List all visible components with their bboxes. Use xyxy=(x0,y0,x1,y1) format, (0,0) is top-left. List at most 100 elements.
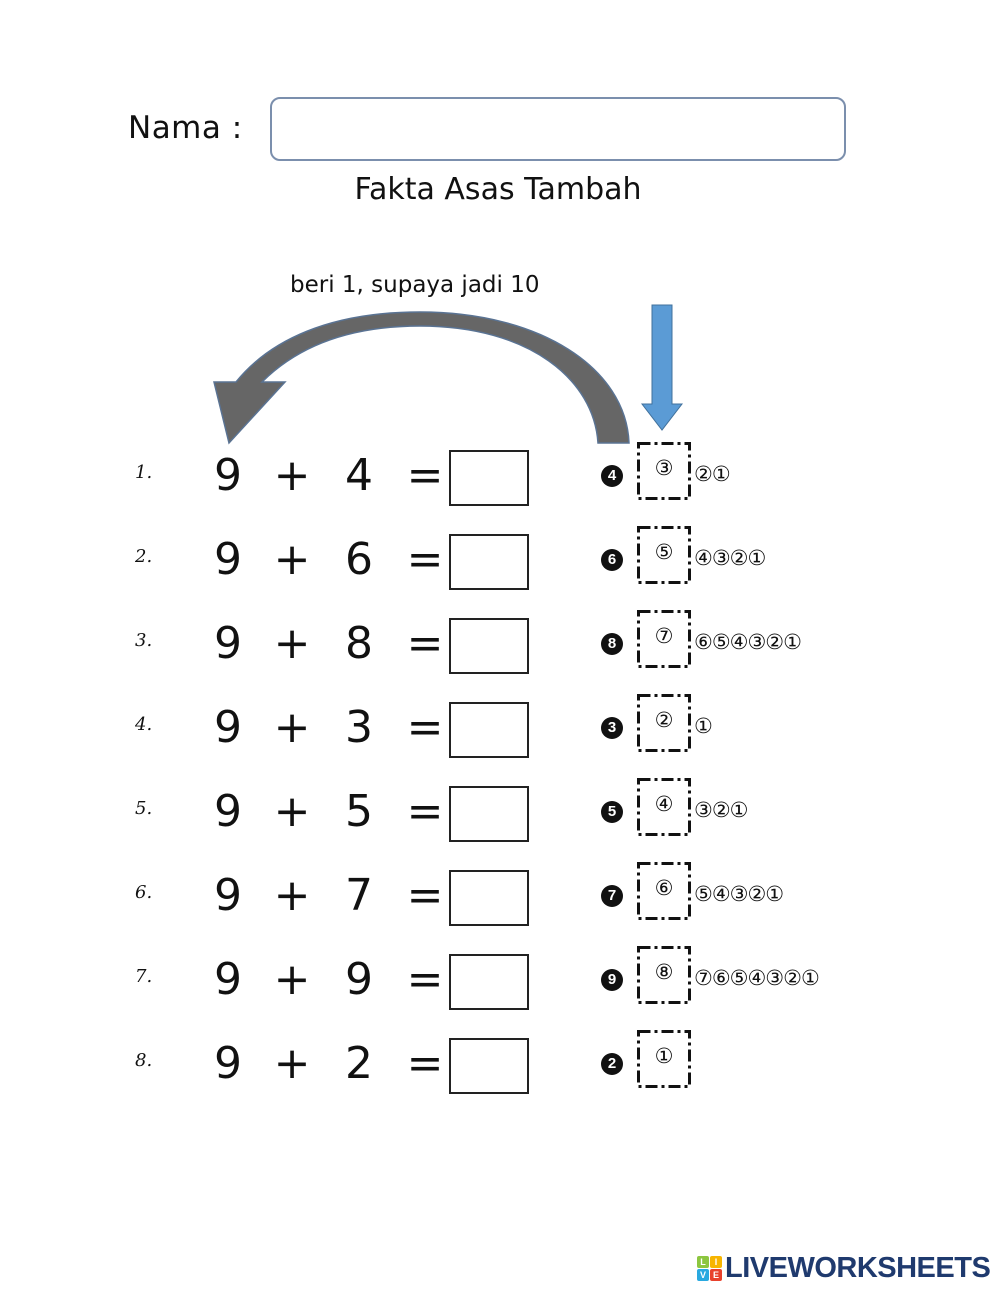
answer-input[interactable] xyxy=(449,786,529,842)
count-badge: 5 xyxy=(601,801,623,823)
addend-b: 8 xyxy=(345,618,373,669)
boxed-number: ⑤ xyxy=(654,540,674,564)
down-arrow-icon xyxy=(640,304,684,431)
boxed-number: ⑦ xyxy=(654,624,674,648)
equals-sign: = xyxy=(406,954,444,1005)
addend-b: 5 xyxy=(345,786,373,837)
count-badge: 7 xyxy=(601,885,623,907)
dashed-box: ⑥ xyxy=(637,862,691,920)
question-row: 7. 9 + 9 = 9 ⑧ ⑦⑥⑤④③②① xyxy=(0,946,1000,1016)
answer-input[interactable] xyxy=(449,534,529,590)
remaining-numbers: ③②① xyxy=(694,798,748,822)
plus-sign: + xyxy=(273,870,311,921)
question-row: 4. 9 + 3 = 3 ② ① xyxy=(0,694,1000,764)
equals-sign: = xyxy=(406,870,444,921)
remaining-numbers: ① xyxy=(694,714,713,738)
count-badge: 6 xyxy=(601,549,623,571)
boxed-number: ④ xyxy=(654,792,674,816)
dashed-box: ② xyxy=(637,694,691,752)
question-row: 6. 9 + 7 = 7 ⑥ ⑤④③②① xyxy=(0,862,1000,932)
equals-sign: = xyxy=(406,534,444,585)
answer-input[interactable] xyxy=(449,702,529,758)
addend-b: 6 xyxy=(345,534,373,585)
addend-a: 9 xyxy=(214,1038,242,1089)
dashed-box-border-icon xyxy=(637,694,691,752)
plus-sign: + xyxy=(273,1038,311,1089)
addend-a: 9 xyxy=(214,786,242,837)
dashed-box: ⑦ xyxy=(637,610,691,668)
curved-arrow-icon xyxy=(213,311,630,445)
question-row: 8. 9 + 2 = 2 ① xyxy=(0,1030,1000,1100)
addend-b: 3 xyxy=(345,702,373,753)
plus-sign: + xyxy=(273,450,311,501)
plus-sign: + xyxy=(273,618,311,669)
answer-input[interactable] xyxy=(449,618,529,674)
remaining-numbers: ⑥⑤④③②① xyxy=(694,630,802,654)
count-badge: 2 xyxy=(601,1053,623,1075)
name-label: Nama : xyxy=(128,110,243,146)
remaining-numbers: ④③②① xyxy=(694,546,766,570)
hint-text: beri 1, supaya jadi 10 xyxy=(290,272,540,298)
answer-input[interactable] xyxy=(449,870,529,926)
question-row: 3. 9 + 8 = 8 ⑦ ⑥⑤④③②① xyxy=(0,610,1000,680)
equals-sign: = xyxy=(406,450,444,501)
name-input[interactable] xyxy=(270,97,846,161)
addend-a: 9 xyxy=(214,954,242,1005)
addend-b: 9 xyxy=(345,954,373,1005)
dashed-box-border-icon xyxy=(637,946,691,1004)
question-number: 8. xyxy=(135,1050,153,1071)
question-number: 3. xyxy=(135,630,153,651)
logo-grid-icon: L I V E xyxy=(697,1255,722,1281)
dashed-box-border-icon xyxy=(637,610,691,668)
addend-b: 2 xyxy=(345,1038,373,1089)
addend-a: 9 xyxy=(214,870,242,921)
question-number: 7. xyxy=(135,966,153,987)
dashed-box-border-icon xyxy=(637,778,691,836)
boxed-number: ⑧ xyxy=(654,960,674,984)
equals-sign: = xyxy=(406,1038,444,1089)
question-number: 2. xyxy=(135,546,153,567)
boxed-number: ① xyxy=(654,1044,674,1068)
question-row: 5. 9 + 5 = 5 ④ ③②① xyxy=(0,778,1000,848)
question-number: 6. xyxy=(135,882,153,903)
question-row: 1. 9 + 4 = 4 ③ ②① xyxy=(0,442,1000,512)
logo-letter: E xyxy=(710,1268,722,1281)
addend-a: 9 xyxy=(214,450,242,501)
dashed-box: ① xyxy=(637,1030,691,1088)
arrows-graphic xyxy=(213,304,684,445)
dashed-box-border-icon xyxy=(637,526,691,584)
equals-sign: = xyxy=(406,618,444,669)
addend-a: 9 xyxy=(214,534,242,585)
boxed-number: ⑥ xyxy=(654,876,674,900)
count-badge: 8 xyxy=(601,633,623,655)
dashed-box: ④ xyxy=(637,778,691,836)
remaining-numbers: ②① xyxy=(694,462,731,486)
logo-letter: I xyxy=(710,1255,722,1268)
question-number: 5. xyxy=(135,798,153,819)
dashed-box: ⑧ xyxy=(637,946,691,1004)
addend-a: 9 xyxy=(214,618,242,669)
answer-input[interactable] xyxy=(449,450,529,506)
count-badge: 9 xyxy=(601,969,623,991)
addend-b: 7 xyxy=(345,870,373,921)
plus-sign: + xyxy=(273,954,311,1005)
boxed-number: ③ xyxy=(654,456,674,480)
dashed-box: ⑤ xyxy=(637,526,691,584)
boxed-number: ② xyxy=(654,708,674,732)
worksheet-title: Fakta Asas Tambah xyxy=(354,172,642,207)
question-number: 4. xyxy=(135,714,153,735)
plus-sign: + xyxy=(273,786,311,837)
equals-sign: = xyxy=(406,786,444,837)
count-badge: 4 xyxy=(601,465,623,487)
plus-sign: + xyxy=(273,534,311,585)
liveworksheets-logo: L I V E LIVEWORKSHEETS xyxy=(697,1252,991,1284)
remaining-numbers: ⑦⑥⑤④③②① xyxy=(694,966,820,990)
remaining-numbers: ⑤④③②① xyxy=(694,882,784,906)
question-row: 2. 9 + 6 = 6 ⑤ ④③②① xyxy=(0,526,1000,596)
addend-b: 4 xyxy=(345,450,373,501)
dashed-box: ③ xyxy=(637,442,691,500)
equals-sign: = xyxy=(406,702,444,753)
answer-input[interactable] xyxy=(449,954,529,1010)
answer-input[interactable] xyxy=(449,1038,529,1094)
dashed-box-border-icon xyxy=(637,862,691,920)
